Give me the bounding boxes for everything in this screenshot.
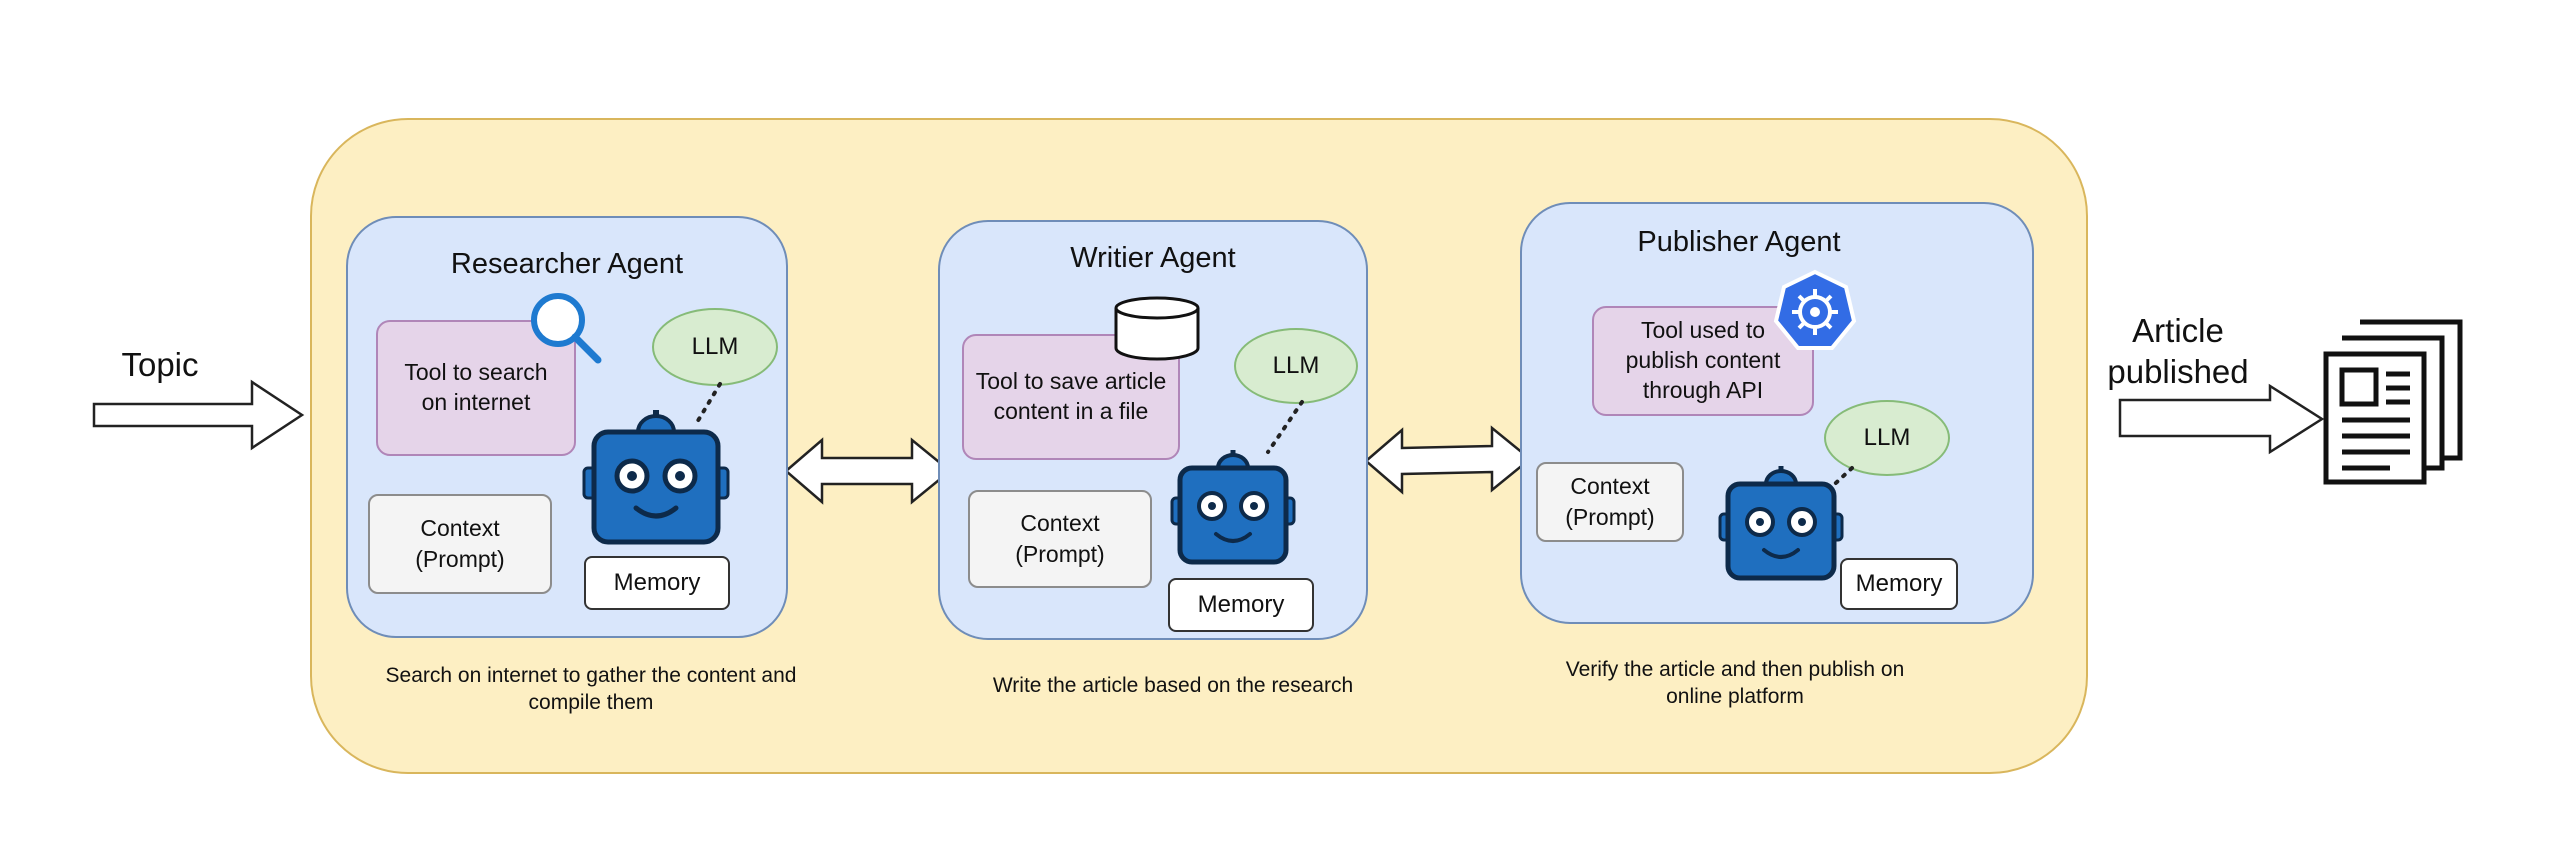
llm-label: LLM [1863,424,1911,451]
tool-label: Tool to save article content in a file [975,368,1167,424]
agent-title: Writier Agent [1070,242,1236,274]
tool-label: Tool to search on internet [404,359,548,415]
context-box: Context (Prompt) [368,494,552,594]
tool-box: Tool to search on internet [376,320,576,456]
magnifier-icon [531,293,602,364]
agent-caption: Verify the article and then publish on o… [1565,658,1905,709]
llm-node: LLM [1234,328,1358,404]
tool-label: Tool used to publish content through API [1625,317,1781,403]
output-arrow [2118,383,2325,455]
agent-caption: Write the article based on the research [992,674,1354,697]
context-label: Context (Prompt) [1565,472,1655,530]
tool-box: Tool used to publish content through API [1592,306,1814,416]
output-label: Article published [2107,312,2249,391]
robot-icon [1170,450,1296,565]
memory-label: Memory [1197,591,1285,618]
memory-label: Memory [613,569,701,596]
llm-label: LLM [691,333,739,360]
robot-icon [582,410,730,545]
llm-link [1266,400,1304,454]
database-icon [1114,296,1200,361]
document-icon [2323,319,2463,485]
llm-node: LLM [1824,400,1950,476]
double-arrow-1 [784,437,952,505]
memory-box: Memory [1168,578,1314,632]
context-label: Context (Prompt) [415,514,505,572]
double-arrow-2 [1364,425,1532,495]
robot-icon [1718,466,1844,581]
memory-box: Memory [1840,558,1958,610]
llm-node: LLM [652,308,778,386]
llm-label: LLM [1272,352,1320,379]
input-label: Topic [121,346,199,383]
agent-title: Researcher Agent [450,248,684,280]
context-box: Context (Prompt) [968,490,1152,588]
context-label: Context (Prompt) [1015,509,1105,567]
agent-caption: Search on internet to gather the content… [385,664,797,715]
input-arrow [92,379,305,451]
memory-label: Memory [1855,570,1943,597]
api-gear-icon [1773,269,1857,350]
memory-box: Memory [584,556,730,610]
agent-title: Publisher Agent [1637,226,1841,258]
llm-link [694,382,722,426]
context-box: Context (Prompt) [1536,462,1684,542]
